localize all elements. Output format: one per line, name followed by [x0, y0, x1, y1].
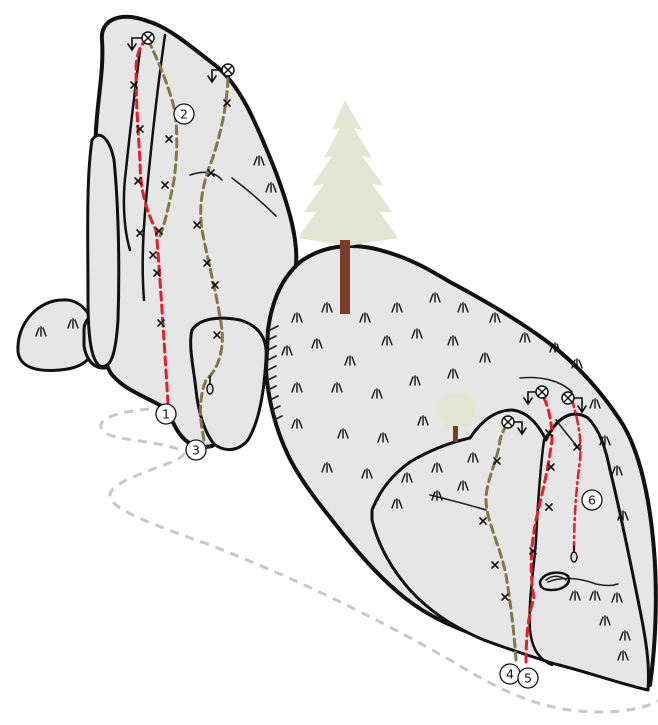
route-3-number: 3	[186, 440, 206, 460]
pillar-flake	[88, 135, 119, 366]
svg-text:5: 5	[524, 671, 532, 686]
svg-text:3: 3	[192, 443, 200, 458]
route-1-number: 1	[156, 404, 176, 424]
route-4-number: 4	[500, 664, 520, 684]
svg-text:6: 6	[588, 493, 596, 508]
route-2-number: 2	[174, 104, 194, 124]
svg-text:1: 1	[162, 407, 170, 422]
svg-text:2: 2	[180, 107, 188, 122]
svg-text:4: 4	[506, 667, 514, 682]
route-6-number: 6	[582, 490, 602, 510]
route-5-number: 5	[518, 668, 538, 688]
